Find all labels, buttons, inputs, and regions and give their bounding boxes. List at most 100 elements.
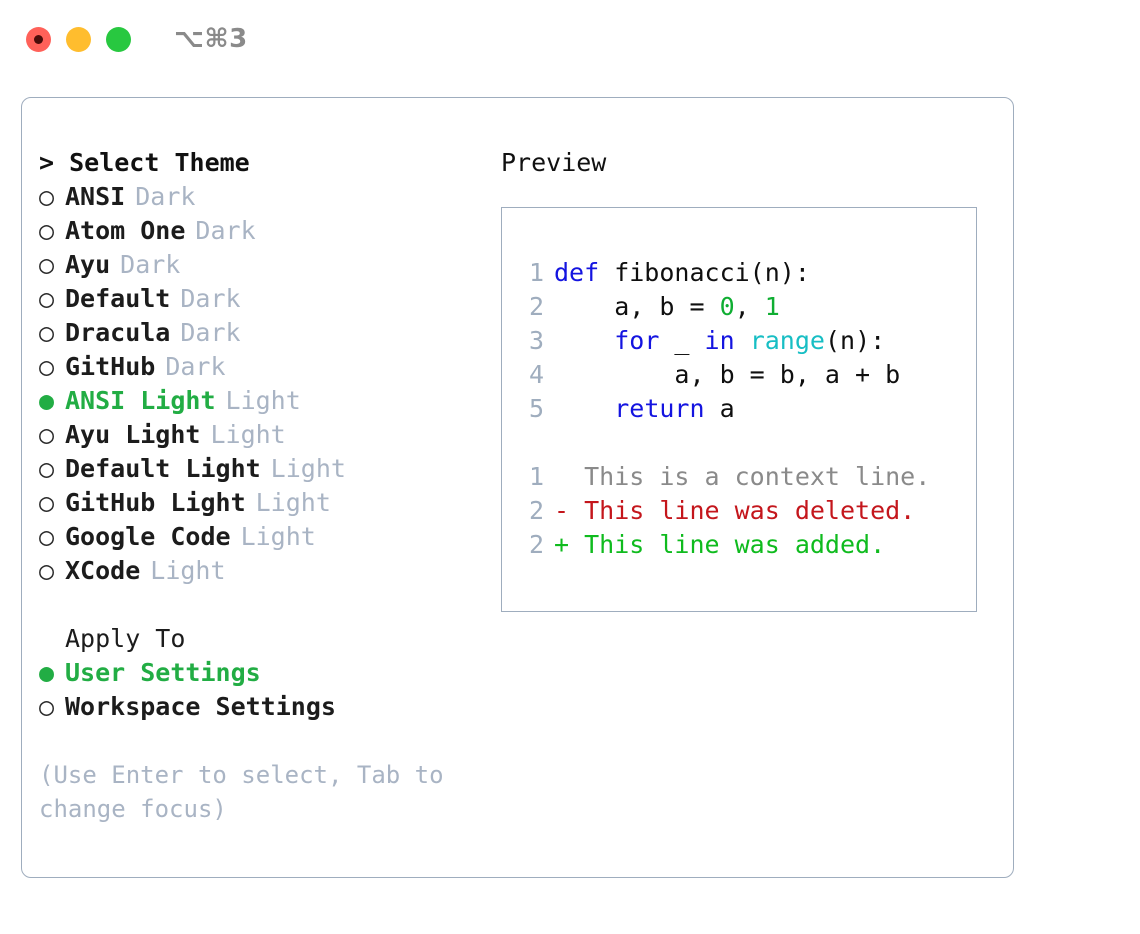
theme-option-label: Atom One bbox=[65, 216, 186, 245]
theme-option-label: Ayu bbox=[65, 250, 111, 279]
code-token-kw: for bbox=[614, 326, 660, 355]
minimize-button-icon[interactable] bbox=[66, 26, 91, 52]
keyboard-shortcut-label: ⌥⌘3 bbox=[174, 24, 248, 54]
radio-selected-icon: ● bbox=[39, 658, 55, 687]
code-line-text: a, b = b, a + b bbox=[554, 358, 900, 392]
apply-to-option-label: User Settings bbox=[65, 658, 261, 687]
theme-variant-badge: Light bbox=[150, 556, 226, 585]
code-line-text: return a bbox=[554, 392, 735, 426]
code-token-builtin: range bbox=[749, 326, 825, 355]
close-button-icon[interactable] bbox=[26, 26, 51, 52]
code-line-text: def fibonacci(n): bbox=[554, 256, 810, 290]
code-token-plain: _ bbox=[659, 326, 705, 355]
diff-line-add: 2+ This line was added. bbox=[510, 528, 976, 562]
diff-line-text: + This line was added. bbox=[554, 530, 886, 559]
theme-option-label: Dracula bbox=[65, 318, 171, 347]
diff-line-context: 1 This is a context line. bbox=[510, 460, 976, 494]
theme-option-label: GitHub bbox=[65, 352, 156, 381]
theme-option-label: XCode bbox=[65, 556, 141, 585]
theme-option-github-light[interactable]: ○ GitHub Light Light bbox=[39, 486, 492, 520]
radio-unselected-icon: ○ bbox=[39, 522, 55, 551]
apply-to-option-list: ● User Settings ○ Workspace Settings bbox=[39, 656, 492, 724]
apply-to-header: Apply To bbox=[65, 624, 186, 653]
radio-unselected-icon: ○ bbox=[39, 454, 55, 483]
code-line-number: 5 bbox=[528, 394, 544, 423]
code-line-number: 3 bbox=[528, 326, 544, 355]
code-line: 5 return a bbox=[510, 392, 976, 426]
code-token-plain: a, b = b, a + b bbox=[554, 360, 901, 389]
code-token-num: 0 bbox=[719, 292, 735, 321]
code-token-plain: fibonacci(n): bbox=[599, 258, 810, 287]
radio-unselected-icon: ○ bbox=[39, 488, 55, 517]
titlebar: ⌥⌘3 bbox=[0, 0, 1140, 78]
theme-option-atom-one[interactable]: ○ Atom One Dark bbox=[39, 214, 492, 248]
window-controls bbox=[26, 26, 131, 52]
diff-line-text: This is a context line. bbox=[554, 462, 931, 491]
theme-option-ayu[interactable]: ○ Ayu Dark bbox=[39, 248, 492, 282]
code-token-plain: a, b = bbox=[554, 292, 720, 321]
diff-line-text: - This line was deleted. bbox=[554, 496, 916, 525]
code-line-text: a, b = 0, 1 bbox=[554, 290, 780, 324]
code-token-kw: return bbox=[614, 394, 705, 423]
radio-unselected-icon: ○ bbox=[39, 692, 55, 721]
theme-option-github[interactable]: ○ GitHub Dark bbox=[39, 350, 492, 384]
theme-option-xcode[interactable]: ○ XCode Light bbox=[39, 554, 492, 588]
theme-option-label: Default bbox=[65, 284, 171, 313]
theme-variant-badge: Dark bbox=[180, 284, 241, 313]
code-token-plain bbox=[735, 326, 750, 355]
diff-line-del: 2 - This line was deleted. bbox=[510, 494, 976, 528]
apply-to-option-user-settings[interactable]: ● User Settings bbox=[39, 656, 492, 690]
code-line: 3 for _ in range(n): bbox=[510, 324, 976, 358]
apply-to-option-workspace-settings[interactable]: ○ Workspace Settings bbox=[39, 690, 492, 724]
theme-variant-badge: Light bbox=[255, 488, 331, 517]
maximize-button-icon[interactable] bbox=[106, 26, 131, 52]
radio-unselected-icon: ○ bbox=[39, 216, 55, 245]
apply-to-section: Apply To ● User Settings ○ Workspace Settin… bbox=[39, 622, 492, 724]
code-token-plain: , bbox=[734, 292, 765, 321]
radio-unselected-icon: ○ bbox=[39, 556, 55, 585]
diff-sample: 1 This is a context line.2- This line wa… bbox=[510, 460, 976, 562]
code-token-plain: (n): bbox=[824, 326, 886, 355]
code-line: 4 a, b = b, a + b bbox=[510, 358, 976, 392]
radio-unselected-icon: ○ bbox=[39, 352, 55, 381]
code-line-number: 4 bbox=[528, 360, 544, 389]
code-line: 2 a, b = 0, 1 bbox=[510, 290, 976, 324]
theme-variant-badge: Light bbox=[270, 454, 346, 483]
radio-unselected-icon: ○ bbox=[39, 250, 55, 279]
code-diff-spacer bbox=[510, 426, 976, 460]
code-token-plain bbox=[554, 394, 614, 423]
code-token-kw: def bbox=[554, 258, 600, 287]
theme-variant-badge: Dark bbox=[195, 216, 256, 245]
diff-line-number: 2 bbox=[528, 496, 544, 525]
theme-variant-badge: Dark bbox=[165, 352, 226, 381]
theme-option-label: GitHub Light bbox=[65, 488, 246, 517]
theme-option-label: Ayu Light bbox=[65, 420, 201, 449]
code-token-plain: a bbox=[704, 394, 735, 423]
code-token-kw: in bbox=[704, 326, 735, 355]
diff-line-number: 1 bbox=[528, 462, 544, 491]
theme-variant-badge: Dark bbox=[135, 182, 196, 211]
preview-header: Preview bbox=[501, 148, 607, 177]
select-theme-header: > Select Theme bbox=[39, 148, 250, 177]
radio-unselected-icon: ○ bbox=[39, 182, 55, 211]
theme-variant-badge: Dark bbox=[120, 250, 181, 279]
help-text: (Use Enter to select, Tab to change focu… bbox=[39, 761, 444, 823]
radio-selected-icon: ● bbox=[39, 386, 55, 415]
radio-unselected-icon: ○ bbox=[39, 420, 55, 449]
apply-to-option-label: Workspace Settings bbox=[65, 692, 336, 721]
